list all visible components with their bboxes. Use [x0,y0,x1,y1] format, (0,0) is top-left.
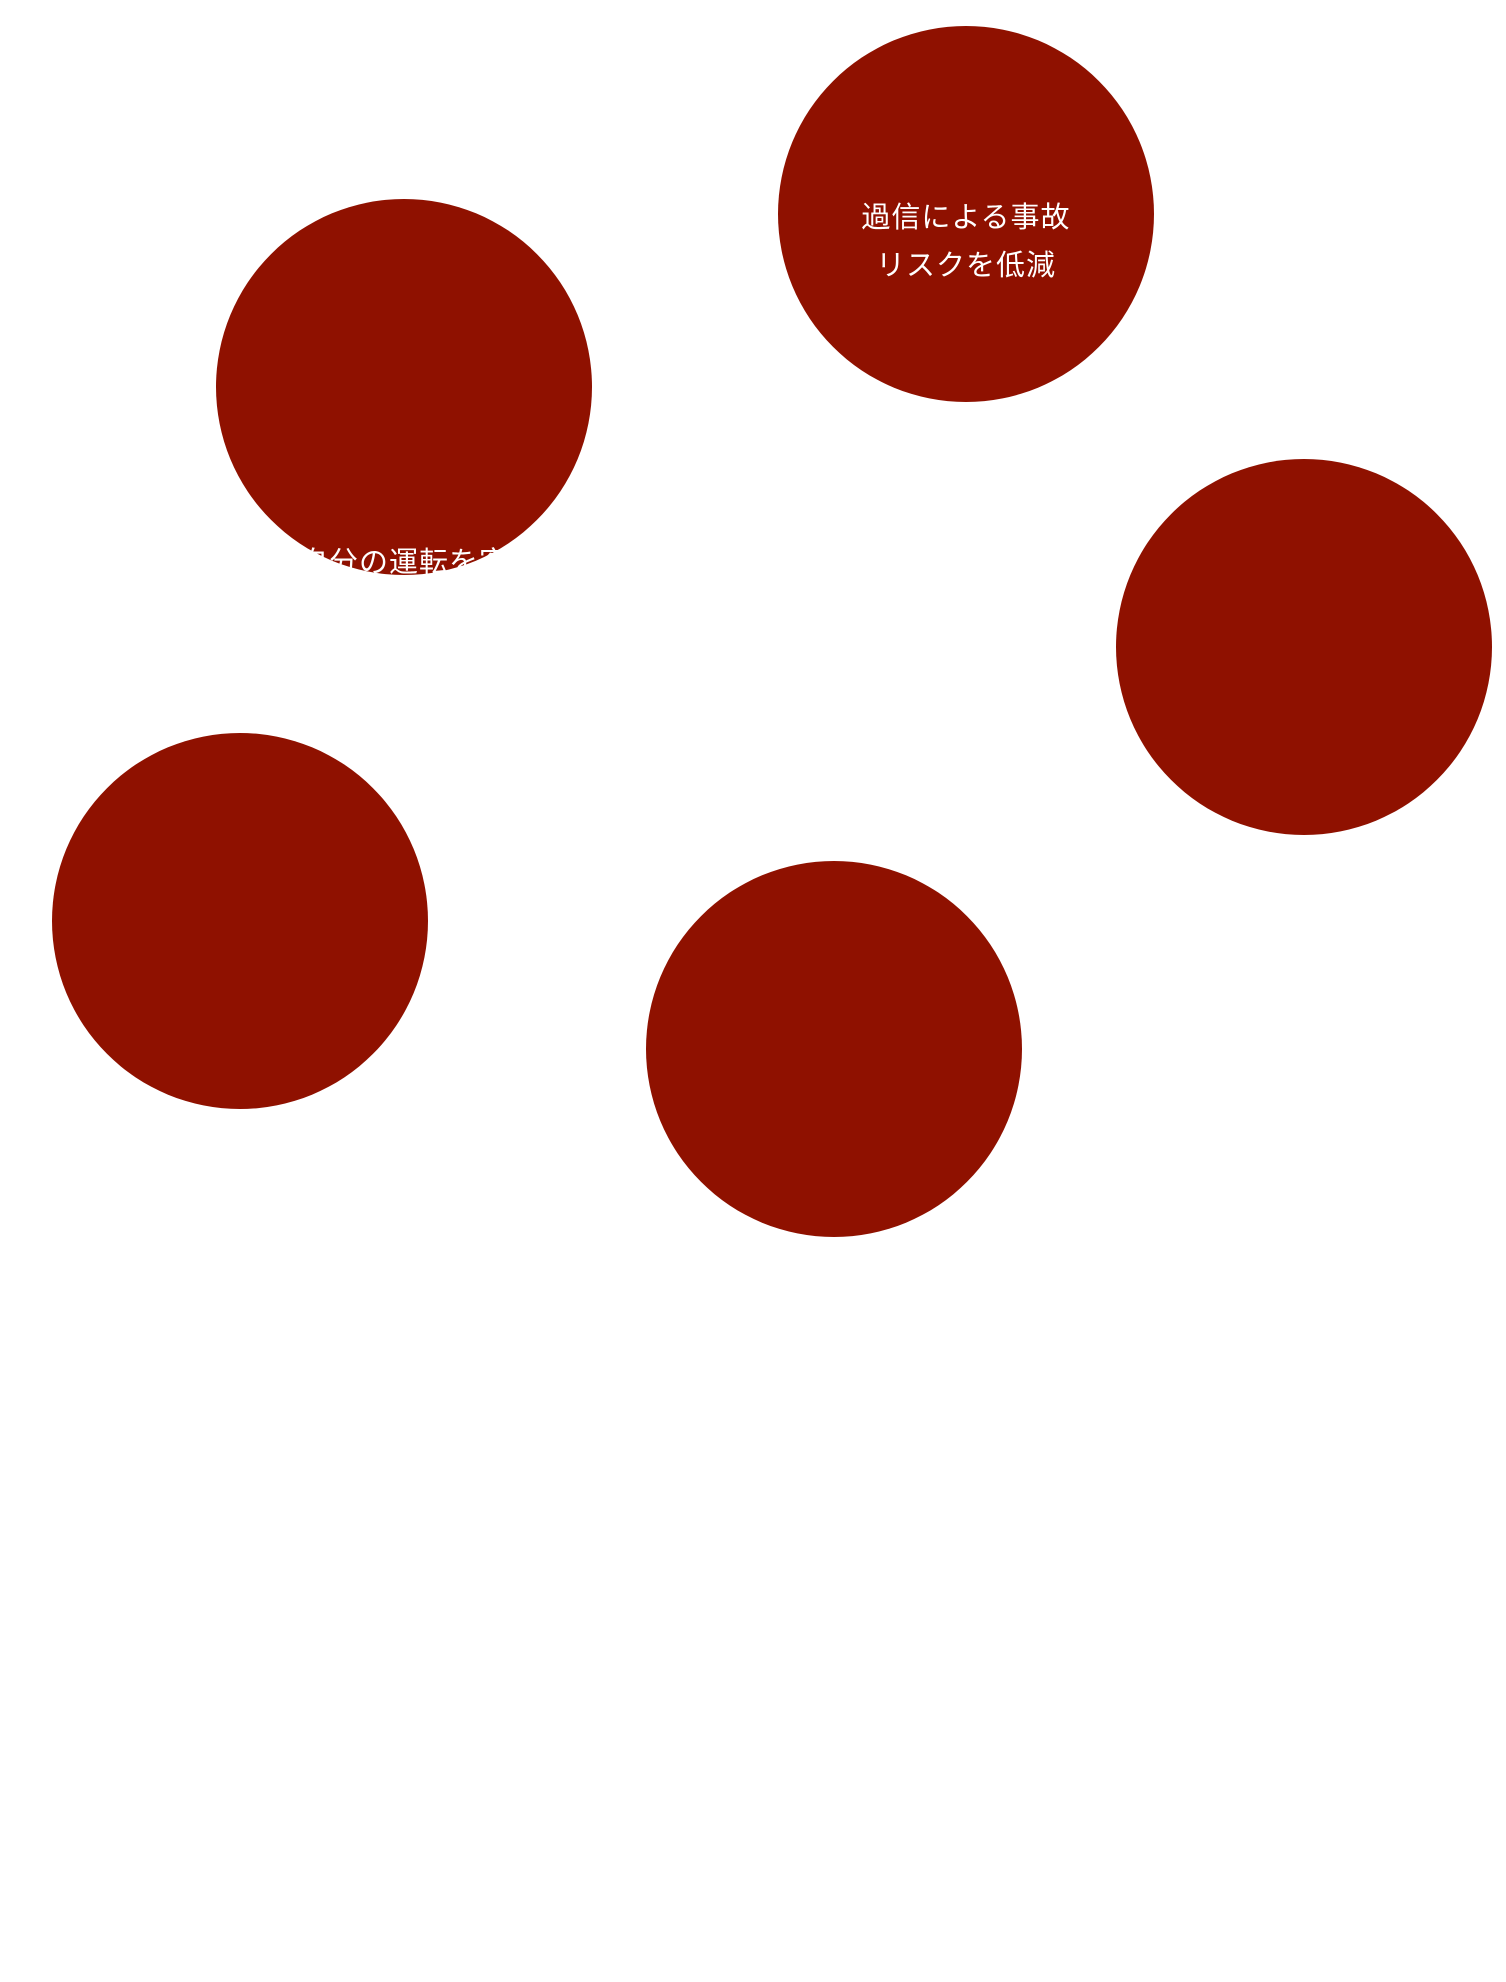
benefit-circle-fitness-link: フィットネスと の連動で改善ス ピードUP [646,861,1022,1975]
benefit-label: フィットネスと の連動で改善ス ピードUP [719,1838,949,1982]
benefit-label: 危険認知能力が 向上 [1189,1058,1419,1154]
benefit-label-line: の連動で改善ス [728,1893,939,1927]
benefit-circle-objective-view: 自分の運転を客 観視できる [216,199,592,627]
benefit-label-line: 反応速度トレー [134,1589,345,1623]
benefit-label: 反応速度トレー ニングで操作ミ スの減少 [125,1582,355,1726]
benefit-label-line: 向上 [1273,1113,1334,1147]
benefit-circle-hazard-perception: 危険認知能力が 向上 [1116,459,1492,1147]
benefit-label: 過信による事故 リスクを低減 [851,193,1081,289]
benefit-label-line: 過信による事故 [861,200,1071,234]
benefit-label-line: 自分の運転を客 [298,545,509,579]
benefit-label-line: フィットネスと [729,1845,939,1879]
benefit-label-line: 観視できる [329,593,479,627]
benefit-label-line: ニングで操作ミ [134,1637,345,1671]
benefit-label-line: リスクを低減 [875,248,1056,282]
benefit-label-line: ピードUP [768,1941,900,1975]
benefit-circle-reaction-training: 反応速度トレー ニングで操作ミ スの減少 [52,733,428,1719]
benefit-circle-overconfidence-risk: 過信による事故 リスクを低減 [778,26,1154,402]
benefit-label-line: スの減少 [179,1685,300,1719]
benefit-label: 自分の運転を客 観視できる [289,538,519,634]
benefit-label-line: 危険認知能力が [1198,1065,1409,1099]
